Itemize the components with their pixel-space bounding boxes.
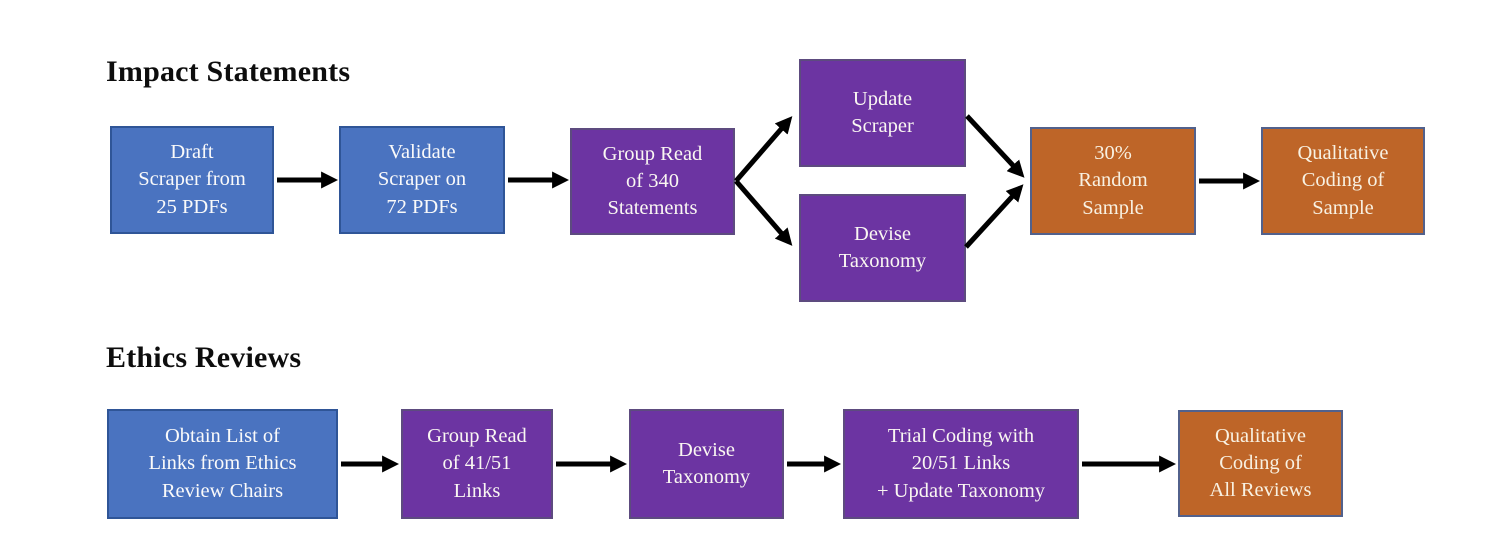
section-title-ethics-reviews: Ethics Reviews <box>106 341 302 374</box>
section-title-impact-statements: Impact Statements <box>106 55 351 88</box>
node-obtain-links: Obtain List of Links from Ethics Review … <box>107 409 338 519</box>
node-draft-scraper: Draft Scraper from 25 PDFs <box>110 126 274 234</box>
node-devise-taxonomy-reviews: Devise Taxonomy <box>629 409 784 519</box>
node-group-read-links: Group Read of 41/51 Links <box>401 409 553 519</box>
arrow-devise-to-sample <box>964 184 1024 249</box>
node-validate-scraper: Validate Scraper on 72 PDFs <box>339 126 505 234</box>
arrow-groupread-to-update <box>734 116 793 183</box>
node-group-read-statements: Group Read of 340 Statements <box>570 128 735 235</box>
node-update-scraper: Update Scraper <box>799 59 966 167</box>
node-qualitative-coding-sample: Qualitative Coding of Sample <box>1261 127 1425 235</box>
node-devise-taxonomy: Devise Taxonomy <box>799 194 966 302</box>
node-trial-coding: Trial Coding with 20/51 Links + Update T… <box>843 409 1079 519</box>
arrow-update-to-sample <box>965 114 1025 178</box>
arrow-groupread-to-devise <box>734 179 793 246</box>
node-random-sample: 30% Random Sample <box>1030 127 1196 235</box>
node-qualitative-coding-all: Qualitative Coding of All Reviews <box>1178 410 1343 517</box>
